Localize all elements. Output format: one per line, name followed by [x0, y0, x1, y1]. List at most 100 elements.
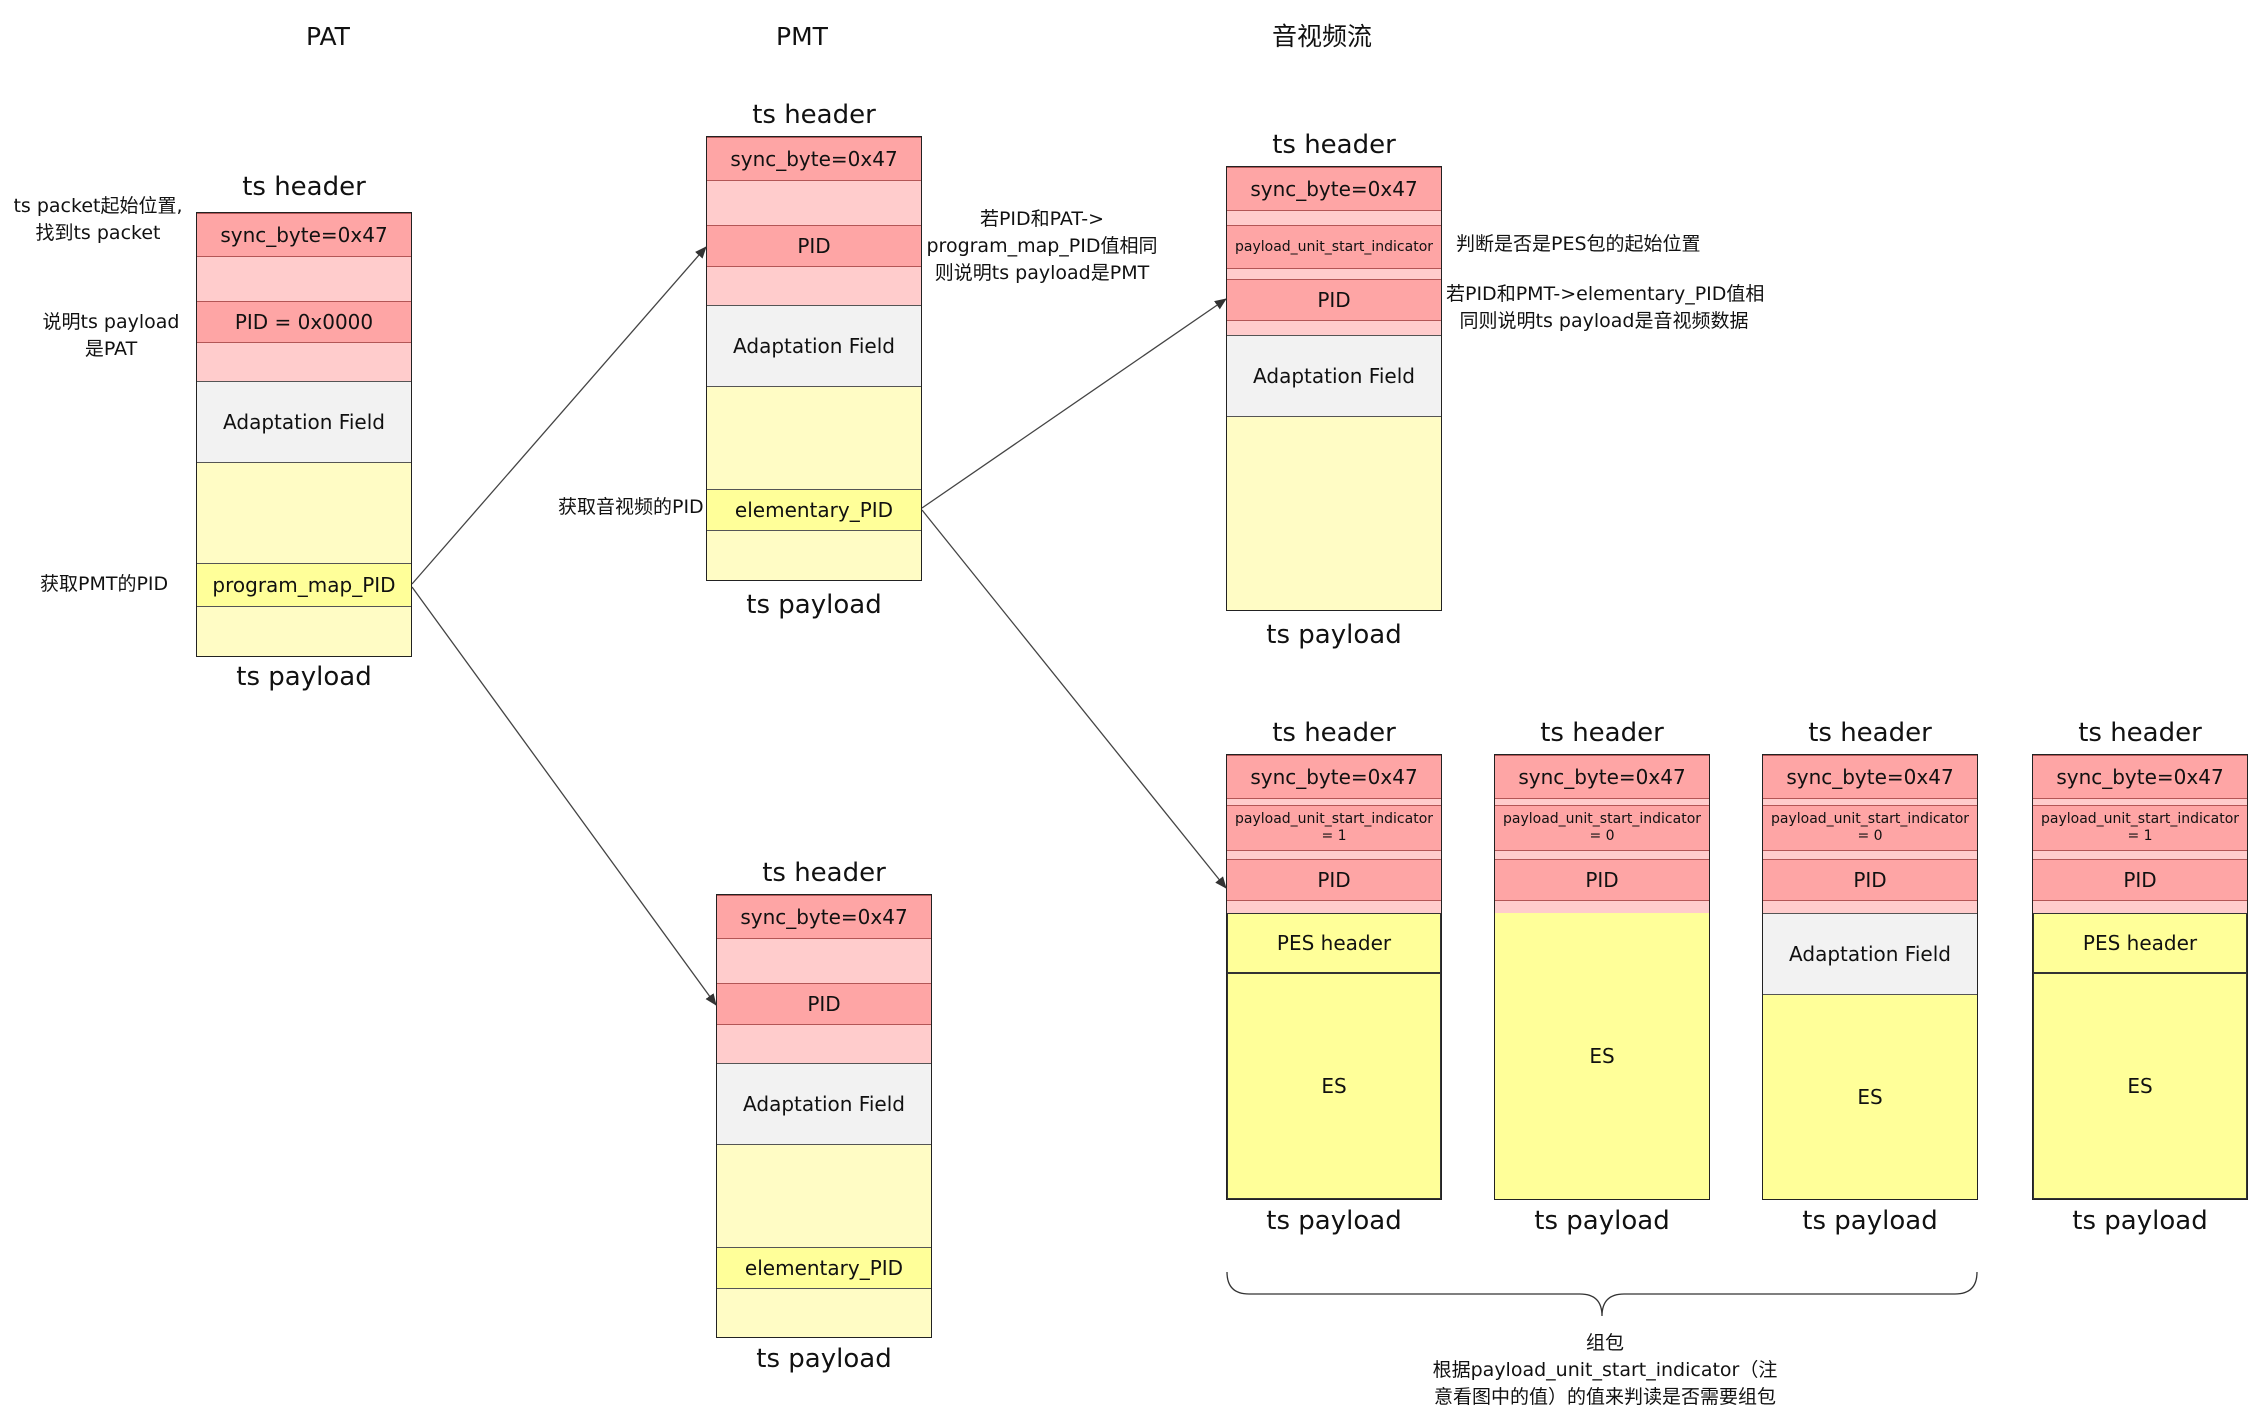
note-payload-is-av-line1: 若PID和PMT->elementary_PID值相 — [1446, 283, 1765, 305]
pmt-ts-header-label: ts header — [752, 100, 876, 130]
pes4-pusi-label: payload_unit_start_indicator — [2040, 811, 2240, 827]
av-pusi-field: payload_unit_start_indicator — [1227, 225, 1441, 269]
note-payload-is-pmt-line1: 若PID和PAT-> — [979, 208, 1105, 230]
note-group-line2: 根据payload_unit_start_indicator（注 — [1432, 1359, 1778, 1381]
av-header-filler — [1227, 211, 1441, 225]
pmt-header-filler-2 — [707, 267, 921, 305]
pes1-ts-header-label: ts header — [1272, 718, 1396, 748]
pes1-header-filler-2 — [1227, 851, 1441, 859]
pes2-es: ES — [1495, 913, 1709, 1199]
pes1-pusi-value: = 1 — [1321, 828, 1347, 844]
pes1-pid-field: PID — [1227, 859, 1441, 901]
pmt2-sync-byte-field: sync_byte=0x47 — [717, 895, 931, 939]
pmt2-pid-field: PID — [717, 983, 931, 1025]
pes4-header-filler-3 — [2033, 901, 2247, 913]
pes2-header-filler — [1495, 799, 1709, 805]
pes1-pusi-label: payload_unit_start_indicator — [1234, 811, 1434, 827]
pes-packet-1: sync_byte=0x47 payload_unit_start_indica… — [1226, 754, 1442, 1200]
pes1-pes-header: PES header — [1227, 913, 1441, 973]
note-sync-start-line1: ts packet起始位置, — [13, 195, 183, 217]
av-ts-payload-label: ts payload — [1266, 620, 1402, 650]
arrow-pat-to-pmt2 — [411, 586, 717, 1006]
note-pes-start: 判断是否是PES包的起始位置 — [1456, 233, 1701, 255]
note-payload-is-pat-line1: 说明ts payload — [42, 311, 180, 333]
note-payload-is-pat: 说明ts payload 是PAT — [30, 309, 192, 363]
pes4-ts-payload-label: ts payload — [2072, 1206, 2208, 1236]
pmt2-elementary-pid-field: elementary_PID — [717, 1247, 931, 1289]
av-packet: sync_byte=0x47 payload_unit_start_indica… — [1226, 166, 1442, 611]
pes-packet-4: sync_byte=0x47 payload_unit_start_indica… — [2032, 754, 2248, 1200]
arrow-pmt-to-av — [921, 298, 1227, 509]
pes2-ts-payload-label: ts payload — [1534, 1206, 1670, 1236]
note-group-caption: 组包 根据payload_unit_start_indicator（注 意看图中… — [1420, 1330, 1790, 1411]
pat-ts-header-label: ts header — [242, 172, 366, 202]
pmt2-packet: sync_byte=0x47 PID Adaptation Field elem… — [716, 894, 932, 1338]
pat-header-filler — [197, 257, 411, 301]
pmt2-header-filler — [717, 939, 931, 983]
pes4-sync-byte-field: sync_byte=0x47 — [2033, 755, 2247, 799]
pes2-pusi-label: payload_unit_start_indicator — [1502, 811, 1702, 827]
pes1-header-filler — [1227, 799, 1441, 805]
av-header-filler-3 — [1227, 321, 1441, 335]
pmt-elementary-pid-field: elementary_PID — [707, 489, 921, 531]
note-payload-is-pat-line2: 是PAT — [84, 338, 138, 360]
pmt-header-filler — [707, 181, 921, 225]
column-title-pmt: PMT — [776, 22, 828, 51]
pat-adaptation-field: Adaptation Field — [197, 381, 411, 463]
pes3-pusi-value: = 0 — [1857, 828, 1883, 844]
pes-packet-2: sync_byte=0x47 payload_unit_start_indica… — [1494, 754, 1710, 1200]
note-payload-is-av-line2: 同则说明ts payload是音视频数据 — [1459, 310, 1749, 332]
pes1-ts-payload-label: ts payload — [1266, 1206, 1402, 1236]
pes3-ts-payload-label: ts payload — [1802, 1206, 1938, 1236]
pat-program-map-pid-field: program_map_PID — [197, 563, 411, 607]
pmt-packet: sync_byte=0x47 PID Adaptation Field elem… — [706, 136, 922, 581]
pes3-header-filler-3 — [1763, 901, 1977, 913]
pmt2-header-filler-2 — [717, 1025, 931, 1063]
pes4-pusi-value: = 1 — [2127, 828, 2153, 844]
pes2-ts-header-label: ts header — [1540, 718, 1664, 748]
pes4-es: ES — [2033, 973, 2247, 1199]
pes4-pes-header: PES header — [2033, 913, 2247, 973]
pes2-header-filler-3 — [1495, 901, 1709, 913]
pes1-es: ES — [1227, 973, 1441, 1199]
group-brace — [1226, 1271, 1978, 1317]
arrow-pat-to-pmt — [411, 246, 707, 585]
pes3-pusi-label: payload_unit_start_indicator — [1770, 811, 1970, 827]
pes1-sync-byte-field: sync_byte=0x47 — [1227, 755, 1441, 799]
arrow-pmt-to-pes1 — [921, 509, 1227, 889]
pat-header-filler-2 — [197, 343, 411, 381]
note-group-line1: 组包 — [1585, 1332, 1624, 1354]
pes3-ts-header-label: ts header — [1808, 718, 1932, 748]
av-adaptation-field: Adaptation Field — [1227, 335, 1441, 417]
pes2-pusi-value: = 0 — [1589, 828, 1615, 844]
pmt-adaptation-field: Adaptation Field — [707, 305, 921, 387]
note-payload-is-pmt-line3: 则说明ts payload是PMT — [934, 262, 1150, 284]
pes4-header-filler-2 — [2033, 851, 2247, 859]
av-header-filler-2 — [1227, 269, 1441, 279]
pes3-sync-byte-field: sync_byte=0x47 — [1763, 755, 1977, 799]
pat-sync-byte-field: sync_byte=0x47 — [197, 213, 411, 257]
note-sync-start-line2: 找到ts packet — [35, 222, 161, 244]
pes1-header-filler-3 — [1227, 901, 1441, 913]
av-pusi-label: payload_unit_start_indicator — [1234, 238, 1434, 255]
pes4-header-filler — [2033, 799, 2247, 805]
pmt-ts-payload-label: ts payload — [746, 590, 882, 620]
pes2-header-filler-2 — [1495, 851, 1709, 859]
note-payload-is-pmt-line2: program_map_PID值相同 — [926, 235, 1158, 257]
pmt-pid-field: PID — [707, 225, 921, 267]
pes4-pusi-field: payload_unit_start_indicator = 1 — [2033, 805, 2247, 851]
note-payload-is-pmt: 若PID和PAT-> program_map_PID值相同 则说明ts payl… — [918, 206, 1166, 287]
column-title-pat: PAT — [306, 22, 350, 51]
pat-ts-payload-label: ts payload — [236, 662, 372, 692]
pmt-sync-byte-field: sync_byte=0x47 — [707, 137, 921, 181]
column-title-av: 音视频流 — [1271, 22, 1372, 51]
note-sync-start: ts packet起始位置, 找到ts packet — [0, 193, 196, 247]
av-sync-byte-field: sync_byte=0x47 — [1227, 167, 1441, 211]
pes3-adaptation-field: Adaptation Field — [1763, 913, 1977, 995]
pes3-pid-field: PID — [1763, 859, 1977, 901]
av-pid-field: PID — [1227, 279, 1441, 321]
pes4-ts-header-label: ts header — [2078, 718, 2202, 748]
pes1-pusi-field: payload_unit_start_indicator = 1 — [1227, 805, 1441, 851]
pmt2-ts-header-label: ts header — [762, 858, 886, 888]
